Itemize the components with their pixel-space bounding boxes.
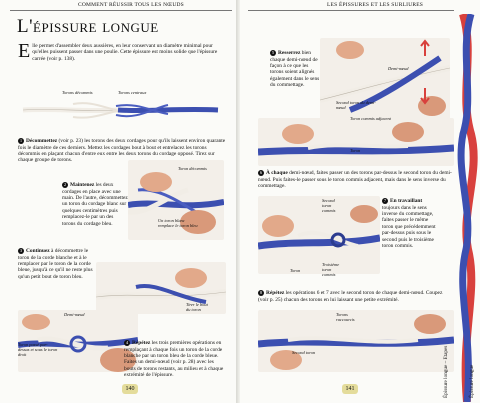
page-number-left: 140	[122, 384, 138, 394]
photo-finished-splice	[455, 14, 480, 402]
photo-step-4	[18, 310, 138, 372]
right-running-title: Les épissures et les surliures	[327, 2, 424, 8]
photo-step-6	[258, 118, 454, 166]
label-toron-passe: Toron passé par-dessus et sous le toron …	[18, 342, 58, 357]
side-caption: Épissure longue	[469, 364, 475, 398]
step-number: 8	[258, 290, 264, 296]
photo-step-3	[96, 262, 226, 314]
label-toron-2: Toron	[290, 268, 301, 273]
step-number: 2	[62, 182, 68, 188]
photo-step-5	[320, 38, 450, 120]
step-number: 1	[18, 138, 24, 144]
left-running-title: Comment réussir tous les nœuds	[78, 2, 184, 8]
step-number: 4	[124, 340, 130, 346]
step-number: 3	[18, 248, 24, 254]
left-page: Comment réussir tous les nœuds L'épissur…	[10, 2, 232, 394]
step-number: 7	[382, 198, 388, 204]
dropcap: E	[18, 40, 31, 62]
photo-unlaid-strands	[18, 90, 223, 132]
photo-step-7	[258, 196, 380, 274]
label-second-toron: Second toron du demi-nœud	[336, 100, 376, 110]
page-title: L'épissure longue	[17, 16, 159, 37]
right-page: Les épissures et les surliures 5Resserre…	[240, 0, 480, 403]
photo-step-8	[258, 310, 454, 372]
label-toron-decommis: Toron décommis	[178, 166, 207, 171]
label-toron-commis: Toron commis adjacent	[350, 116, 391, 121]
header-rule	[10, 10, 232, 11]
page-number-right: 141	[342, 384, 358, 394]
label-demi-noeud: Demi-nœud	[64, 312, 85, 317]
label-troisieme-toron: Troisième toron commis	[322, 262, 340, 277]
label-demi-noeud-right: Demi-nœud	[388, 66, 409, 71]
label-tirer-bout: Tirer le bout du toron	[186, 302, 208, 312]
label-torons-decommis: Torons décommis	[62, 90, 93, 95]
step-number: 6	[258, 170, 264, 176]
header-rule	[248, 10, 454, 11]
label-toron: Toron	[350, 148, 361, 153]
label-second-toron-commis: Second toron commis	[322, 198, 336, 213]
photo-step-2	[128, 160, 224, 240]
label-torons-raccourcis: Torons raccourcis	[336, 312, 355, 322]
label-second-toron-8: Second toron	[292, 350, 316, 355]
label-torons-centraux: Torons centraux	[118, 90, 147, 95]
label-toron-blanc: Un toron blanc remplace le toron bleu	[158, 218, 198, 228]
step-number: 5	[270, 50, 276, 56]
side-caption-steps: Épissure longue – Etapes	[443, 345, 449, 398]
